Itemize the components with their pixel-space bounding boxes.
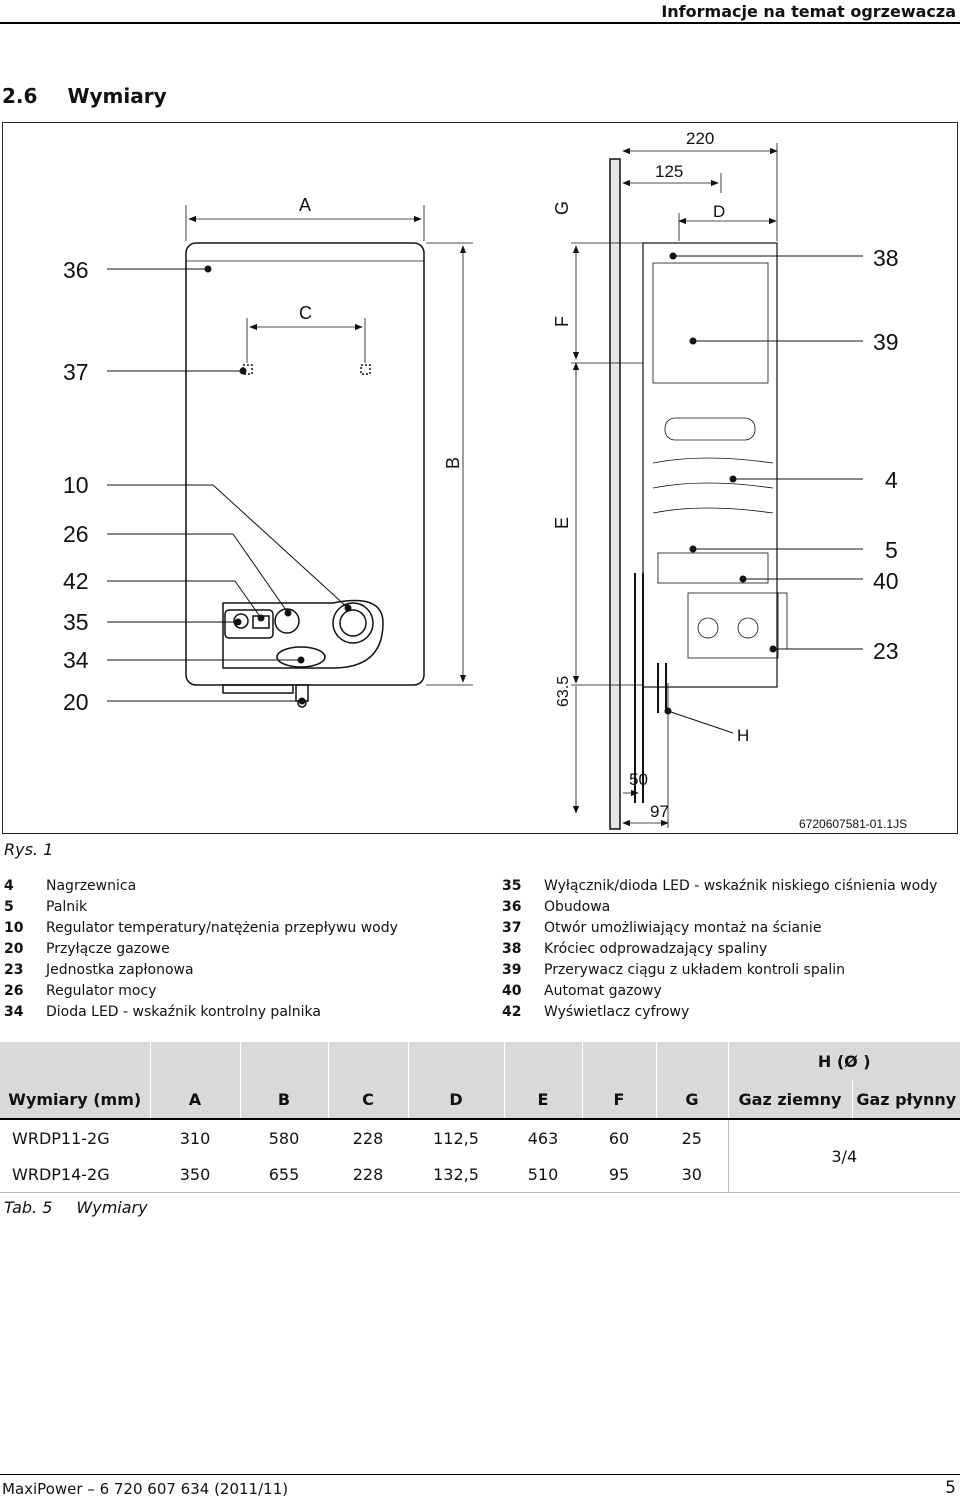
- footer-rule: [0, 1474, 960, 1475]
- dimension-drawing: A C B G F E 63.5 220 125 D H 50 97 67206…: [2, 122, 958, 834]
- callout-23: 23: [873, 638, 899, 664]
- table-header-cell: Gaz ziemny: [727, 1080, 852, 1120]
- header-rule: [0, 22, 960, 24]
- running-header: Informacje na temat ogrzewacza: [661, 2, 956, 21]
- callout-4: 4: [885, 467, 898, 493]
- dim-220-label: 220: [686, 129, 714, 148]
- dim-a-label: A: [299, 195, 311, 215]
- page-number: 5: [945, 1478, 956, 1498]
- dim-g-label: G: [552, 201, 572, 215]
- mounting-wall: [609, 158, 621, 830]
- dim-f-label: F: [552, 316, 572, 327]
- callout-20: 20: [63, 689, 89, 715]
- table-caption-text: Wymiary: [76, 1198, 148, 1217]
- dim-63-5-label: 63.5: [555, 676, 572, 707]
- table-header-cell: A: [149, 1080, 240, 1120]
- table-header-cell: C: [327, 1080, 408, 1120]
- h-group-header: H (Ø ): [727, 1042, 960, 1080]
- table-row: WRDP11-2G 310 580 228 112,5 463 60 25 3/…: [0, 1119, 960, 1193]
- figure-caption: Rys. 1: [4, 840, 54, 859]
- footer-doc-id: MaxiPower – 6 720 607 634 (2011/11): [2, 1480, 289, 1498]
- callout-39: 39: [873, 329, 899, 355]
- callout-10: 10: [63, 472, 89, 498]
- heater-drawing-svg: A C B G F E 63.5 220 125 D H 50 97 67206…: [63, 129, 907, 831]
- dim-50-label: 50: [629, 770, 648, 789]
- dim-125-label: 125: [655, 162, 683, 181]
- table-header-cell: D: [407, 1080, 504, 1120]
- table-header-cell: F: [581, 1080, 656, 1120]
- callout-5: 5: [885, 537, 898, 563]
- dim-d-label: D: [713, 202, 725, 221]
- casing-side: [642, 242, 778, 688]
- control-panel: [222, 599, 384, 669]
- callout-42: 42: [63, 568, 89, 594]
- table-caption: Tab. 5 Wymiary: [4, 1198, 148, 1217]
- table-row: WRDP14-2G 350 655 228 132,5 510 95 30: [0, 1156, 960, 1193]
- table-header-cell: Wymiary (mm): [0, 1080, 150, 1120]
- callout-34: 34: [63, 647, 89, 673]
- dim-b-label: B: [443, 457, 463, 469]
- dimensions-table: H (Ø ) Wymiary (mm) A B C D E F G Gaz zi…: [0, 1042, 960, 1193]
- section-number: 2.6: [2, 84, 38, 108]
- table-caption-number: Tab. 5: [4, 1198, 53, 1217]
- figure-code: 6720607581-01.1JS: [799, 817, 907, 831]
- callout-38: 38: [873, 245, 899, 271]
- table-header-cell: B: [239, 1080, 328, 1120]
- dim-h-label: H: [737, 726, 749, 745]
- callout-35: 35: [63, 609, 89, 635]
- callout-40: 40: [873, 568, 899, 594]
- callout-37: 37: [63, 359, 89, 385]
- h-value-cell: 3/4: [727, 1119, 960, 1193]
- table-header-cell: E: [503, 1080, 582, 1120]
- dim-97-label: 97: [650, 802, 669, 821]
- table-header-cell: Gaz płynny: [851, 1080, 960, 1120]
- callout-36: 36: [63, 257, 89, 283]
- dim-e-label: E: [552, 517, 572, 529]
- callout-26: 26: [63, 521, 89, 547]
- section-title: 2.6 Wymiary: [2, 84, 167, 108]
- section-heading: Wymiary: [67, 84, 167, 108]
- table-header-cell: G: [655, 1080, 728, 1120]
- dim-c-label: C: [299, 303, 312, 323]
